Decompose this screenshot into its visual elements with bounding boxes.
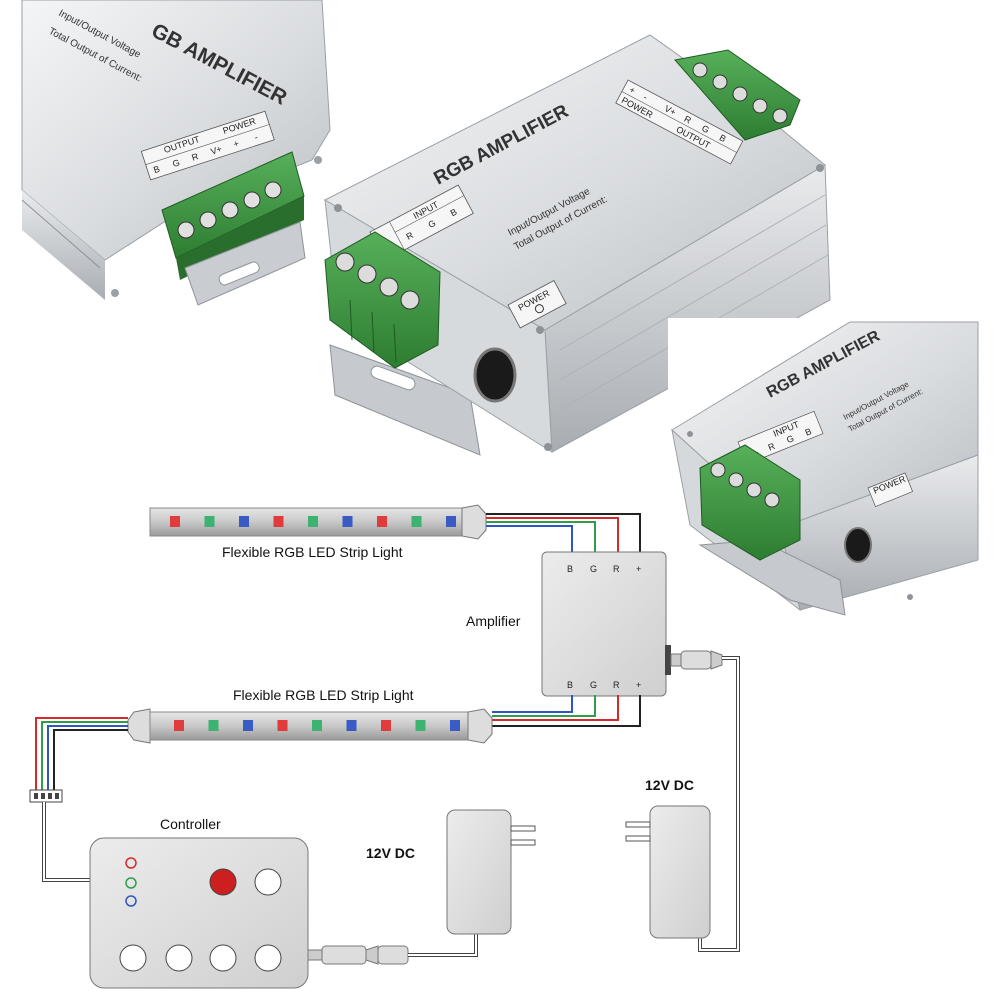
amp-top-pin: G <box>590 564 597 574</box>
controller-button[interactable] <box>209 944 237 972</box>
center-rear-output-pin: R <box>682 114 693 126</box>
red-indicator-icon <box>125 857 137 869</box>
top-left-output-pin: R <box>190 151 200 163</box>
power-supply-left <box>446 809 536 935</box>
led-icon <box>411 516 422 527</box>
led-icon <box>204 516 215 527</box>
center-rear-terminal-block <box>674 49 801 141</box>
led-icon <box>239 516 249 527</box>
center-rear-output-pin: G <box>700 123 711 135</box>
top-left-power-pin: + <box>232 138 240 149</box>
controller-button[interactable] <box>254 944 282 972</box>
amp-bottom-pin: + <box>636 680 641 690</box>
amp-power-plug <box>670 650 723 670</box>
led-icon <box>273 516 284 527</box>
center-rear-output-pin: V+ <box>663 103 678 117</box>
led-icon <box>174 720 184 731</box>
wiring-diagram: Flexible RGB LED Strip Light B G R + B G… <box>29 504 740 989</box>
right-input-terminal-block <box>699 444 801 561</box>
strip-bottom-label: Flexible RGB LED Strip Light <box>233 687 414 703</box>
right-input-pin: B <box>804 426 813 438</box>
led-icon <box>277 720 288 731</box>
controller-label: Controller <box>160 816 221 832</box>
amp-top-pin: R <box>613 564 620 574</box>
amp-top-pin: B <box>567 564 573 574</box>
controller <box>89 837 309 989</box>
center-input-pin: R <box>404 230 415 242</box>
amp-top-pin: + <box>636 564 641 574</box>
led-icon <box>208 720 219 731</box>
controller-button[interactable] <box>254 868 282 896</box>
controller-red-button[interactable] <box>209 868 237 896</box>
controller-dc-plug <box>307 945 409 965</box>
led-icon <box>446 516 456 527</box>
led-icon <box>415 720 426 731</box>
led-icon <box>308 516 318 527</box>
top-left-output-pin: G <box>171 157 181 169</box>
amp-bottom-pin: R <box>613 680 620 690</box>
center-rear-output-pin: B <box>718 132 728 144</box>
center-input-pin: G <box>427 218 438 230</box>
led-icon <box>381 720 391 731</box>
center-rear-power-pin: - <box>642 92 649 102</box>
amplifier-label: Amplifier <box>466 613 521 629</box>
led-strip-top <box>149 504 487 540</box>
led-icon <box>243 720 253 731</box>
amplifier-photo-center: RGB AMPLIFIER Input/Output Voltage Total… <box>323 34 831 456</box>
blue-indicator-icon <box>125 895 137 907</box>
led-icon <box>170 516 180 527</box>
right-input-pin: G <box>785 433 795 445</box>
led-icon <box>377 516 387 527</box>
amplifier-photo-right: RGB AMPLIFIER Input/Output Voltage Total… <box>668 318 980 618</box>
right-input-pin: R <box>767 441 777 453</box>
psu-left-label: 12V DC <box>366 845 415 861</box>
power-supply-right <box>625 805 711 939</box>
led-icon <box>450 720 460 731</box>
led-icon <box>342 516 353 527</box>
amplifier-photo-top-left: GB AMPLIFIER Input/Output Voltage Total … <box>21 0 331 306</box>
amplifier-box: B G R + B G R + <box>541 551 671 697</box>
green-indicator-icon <box>125 877 137 889</box>
controller-button[interactable] <box>165 944 193 972</box>
center-rear-power-pin: + <box>628 85 637 96</box>
top-left-output-pin: B <box>152 164 161 175</box>
led-icon <box>312 720 322 731</box>
top-left-power-pin: V+ <box>209 144 223 157</box>
center-input-pin: B <box>449 207 459 219</box>
led-icon <box>346 720 357 731</box>
led-strip-bottom <box>127 708 493 744</box>
psu-right-label: 12V DC <box>645 777 694 793</box>
strip-top-label: Flexible RGB LED Strip Light <box>222 544 403 560</box>
amp-bottom-pin: B <box>567 680 573 690</box>
top-left-power-pin: - <box>253 132 259 142</box>
amp-bottom-pin: G <box>590 680 597 690</box>
controller-button[interactable] <box>119 944 147 972</box>
center-input-terminal-block <box>324 231 441 369</box>
